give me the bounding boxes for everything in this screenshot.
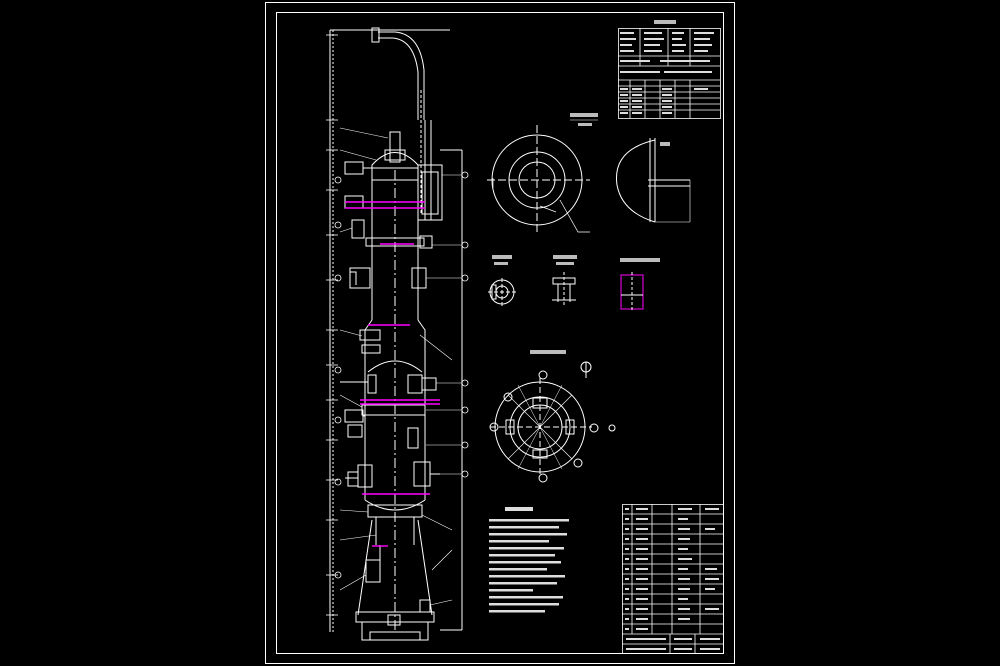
design-data-table-text bbox=[620, 32, 714, 114]
detail-view-1 bbox=[488, 255, 516, 306]
design-data-table bbox=[618, 20, 721, 119]
parts-list-text bbox=[625, 508, 720, 650]
sheet-outer-border bbox=[265, 2, 735, 664]
parts-list-title-block bbox=[622, 504, 724, 654]
nozzle-orientation-view bbox=[489, 350, 616, 483]
detail-view-2 bbox=[552, 255, 577, 306]
distillation-column-elevation bbox=[326, 27, 469, 641]
tray-section-view bbox=[487, 125, 590, 235]
magenta-flange-markers bbox=[345, 201, 440, 547]
section-label bbox=[570, 113, 598, 126]
sheet-inner-border bbox=[276, 12, 724, 654]
detail-view-3 bbox=[620, 258, 660, 312]
technical-notes-block bbox=[489, 507, 569, 613]
head-detail-view bbox=[615, 138, 691, 223]
